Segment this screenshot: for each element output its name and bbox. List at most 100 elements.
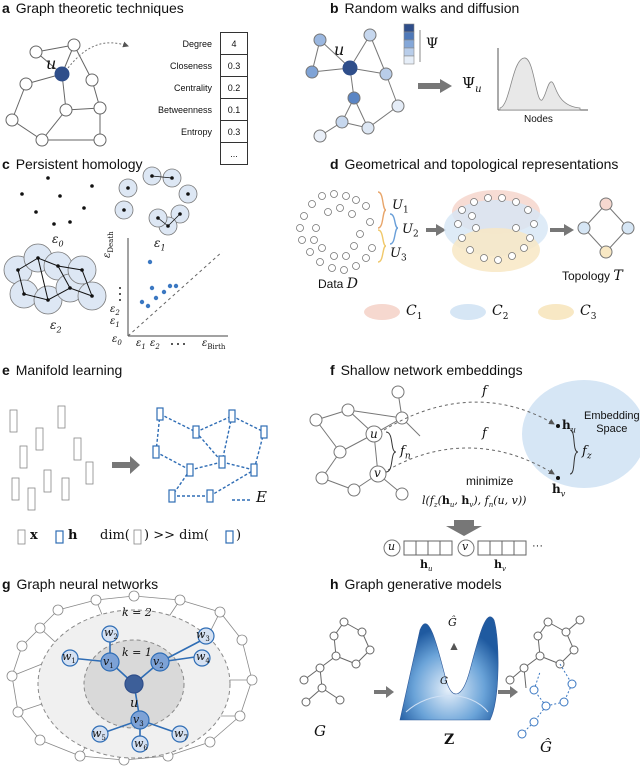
eps0-label: ε0 xyxy=(52,232,64,249)
gnn-node-v1: v1 xyxy=(103,655,114,671)
embedding-vec-u xyxy=(383,539,453,557)
metric-name: Betweenness xyxy=(157,104,212,115)
tick-y-eps0: ε0 xyxy=(112,334,122,347)
metric-row: ... xyxy=(132,142,248,165)
metric-row: Entropy 0.3 xyxy=(132,120,248,143)
node-u-b xyxy=(342,60,358,76)
panel-g-title: g Graph neural networks xyxy=(2,576,159,592)
panel-h-title: h Graph generative models xyxy=(330,576,502,592)
metric-value: 0.3 xyxy=(220,120,248,143)
metric-name: Centrality xyxy=(173,82,212,93)
metric-value: ... xyxy=(220,142,248,165)
vec-ellipsis: ··· xyxy=(532,540,543,552)
cover-points xyxy=(454,194,538,264)
panel-f-graph xyxy=(309,385,421,501)
legend-h-label: h xyxy=(68,528,78,543)
u2-label: U2 xyxy=(402,222,419,240)
node-u-label: u xyxy=(46,54,57,73)
g-hat-label: Ĝ xyxy=(540,738,552,756)
graph-g-hat xyxy=(505,615,585,739)
u1-label: U1 xyxy=(392,198,409,216)
f-label-bottom: f xyxy=(482,426,487,441)
gnn-node-w1: w1 xyxy=(62,650,76,666)
gnn-node-w5: w5 xyxy=(92,727,106,743)
k2-label: k = 2 xyxy=(122,606,152,619)
ph-eps1 xyxy=(114,166,198,236)
vec-v-node: v xyxy=(462,540,469,553)
embedding-space xyxy=(522,380,640,488)
metric-row: Betweenness 0.1 xyxy=(132,98,248,121)
gnn-outer-graph xyxy=(6,590,258,766)
input-vectors xyxy=(9,405,94,511)
ph-points-eps0 xyxy=(20,176,94,226)
panel-b-graph xyxy=(305,28,405,143)
topology-t-label: Topology T xyxy=(562,268,623,284)
metric-row: Centrality 0.2 xyxy=(132,76,248,99)
legend-h-icon xyxy=(55,530,64,544)
nodes-axis-label: Nodes xyxy=(524,114,553,125)
minimize-label: minimize xyxy=(466,474,514,488)
panel-a-title: a Graph theoretic techniques xyxy=(2,0,184,16)
center-u-label: u xyxy=(130,696,139,711)
death-axis-label: εDeath xyxy=(102,231,115,258)
tick-y-eps2: ε2 xyxy=(110,304,120,317)
v-label-f: v xyxy=(374,466,381,480)
metric-name: Closeness xyxy=(169,60,212,71)
manifold-graph xyxy=(155,413,265,497)
brackets-u xyxy=(377,191,387,263)
metric-value: 0.1 xyxy=(220,98,248,121)
hv-label: hv xyxy=(552,482,566,499)
gnn-node-w2: w2 xyxy=(104,626,118,642)
persistence-diagram xyxy=(119,238,228,345)
tick-x-eps2: ε2 xyxy=(150,338,160,351)
gnn-node-v3: v3 xyxy=(133,713,144,729)
metric-value: 0.3 xyxy=(220,54,248,77)
metric-row: Degree 4 xyxy=(132,32,248,55)
vec-hu-label: hu xyxy=(420,558,433,574)
g-label: G xyxy=(314,722,326,740)
gnn-node-w3: w3 xyxy=(196,628,210,644)
embedding-space-label: Embedding Space xyxy=(584,410,640,435)
arrow-down-f xyxy=(446,520,482,536)
metric-value: 0.2 xyxy=(220,76,248,99)
gnn-node-w7: w7 xyxy=(174,727,188,743)
z-label: Z xyxy=(444,732,455,748)
panel-c-title: c Persistent homology xyxy=(2,156,143,172)
fn-label: fn xyxy=(400,444,411,462)
panel-b-title: b Random walks and diffusion xyxy=(330,0,520,16)
embedding-vectors xyxy=(152,407,268,503)
node-u xyxy=(54,66,70,82)
psi-plot xyxy=(497,48,588,111)
cover-legend xyxy=(364,304,574,320)
legend-c1: C1 xyxy=(406,303,423,322)
graph-g xyxy=(299,617,375,707)
ph-eps2 xyxy=(3,243,107,315)
metric-name xyxy=(132,143,221,165)
eps1-label: ε1 xyxy=(154,236,166,253)
legend-x-icon xyxy=(17,529,26,545)
birth-axis-label: εBirth xyxy=(202,338,226,351)
metric-row: Closeness 0.3 xyxy=(132,54,248,77)
embedding-vec-v xyxy=(457,539,527,557)
dim-text-b: ) >> dim( xyxy=(144,528,209,543)
panel-a-graph xyxy=(5,38,107,147)
gnn-node-v2: v2 xyxy=(153,655,164,671)
metric-value: 4 xyxy=(220,32,248,55)
legend-c3: C3 xyxy=(580,303,597,322)
vec-u-node: u xyxy=(388,540,396,553)
loss-expression: l(fz(hu, hv), fn(u, v)) xyxy=(422,494,527,510)
fz-label: fz xyxy=(582,444,592,462)
dim-h-icon xyxy=(225,530,234,544)
metric-name: Entropy xyxy=(180,126,212,137)
vec-hv-label: hv xyxy=(494,558,506,574)
hu-label: hu xyxy=(562,418,576,435)
latent-surface xyxy=(399,616,499,721)
metric-name: Degree xyxy=(182,38,212,49)
psi-label: Ψ xyxy=(426,36,439,52)
topology-graph xyxy=(577,197,635,259)
gnn-node-w4: w4 xyxy=(196,650,210,666)
f-label-top: f xyxy=(482,384,487,399)
panel-e-title: e Manifold learning xyxy=(2,362,123,378)
